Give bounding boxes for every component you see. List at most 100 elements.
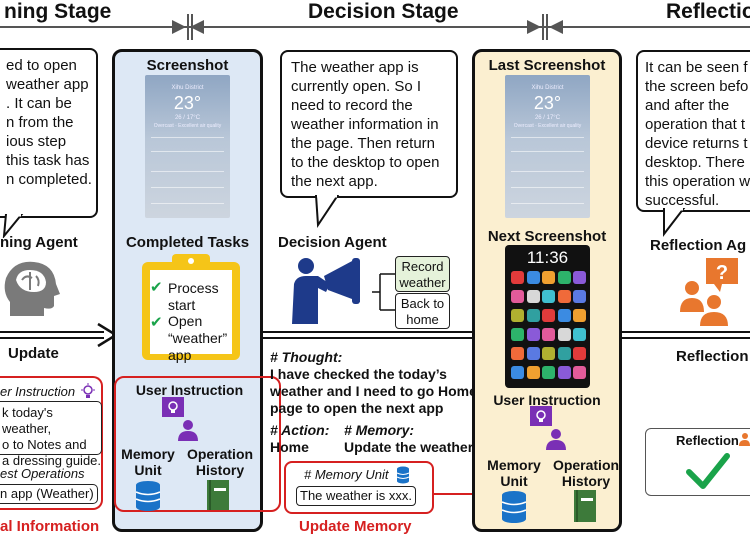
app-icon <box>542 347 555 360</box>
task-check-icon: ✔ <box>150 314 163 331</box>
success-check-icon <box>686 453 730 489</box>
app-icon <box>511 271 524 284</box>
last-screenshot-title: Last Screenshot <box>488 57 606 74</box>
app-icon <box>526 290 540 303</box>
reflection-update-label: Reflection <box>676 348 749 365</box>
user-instruction-icon <box>530 406 566 450</box>
screenshot-memory-unit-label: Memory Unit <box>121 446 175 478</box>
next-screenshot-title: Next Screenshot <box>487 228 607 245</box>
megaphone-person-icon <box>292 258 360 324</box>
planning-bubble-tail <box>2 214 24 238</box>
decision-speech-bubble: The weather app is currently open. So I … <box>280 50 458 198</box>
planning-agent-label: ning Agent <box>0 234 78 251</box>
weather-app-screenshot: Xihu District 23° 26 / 17°C Overcast · E… <box>145 75 230 218</box>
reflection-output-arrow <box>622 331 750 339</box>
app-icon <box>573 271 586 284</box>
action-value: Home <box>270 439 309 455</box>
person-icon <box>739 433 750 446</box>
reflection-result-label: Reflection <box>676 433 739 448</box>
app-icon <box>542 271 555 284</box>
decision-thought: # Thought: I have checked the today’s we… <box>270 349 477 417</box>
clipboard-icon <box>142 254 240 360</box>
app-icon <box>573 309 586 322</box>
database-icon <box>501 491 527 523</box>
thought-line: weather and I need to go Home <box>270 383 477 399</box>
screenshot-operation-history-label: Operation History <box>186 446 254 478</box>
decision-bubble-line: the page. Then return <box>291 135 435 152</box>
app-icon <box>511 290 524 303</box>
task-item-line: “weather” <box>168 330 228 346</box>
decision-action: # Action: Home <box>270 422 329 456</box>
brain-head-icon <box>4 261 60 316</box>
reflection-bubble-line: device returns t <box>645 135 748 152</box>
reflection-result-box <box>645 428 750 496</box>
reflection-bubble-line: desktop. There <box>645 154 745 171</box>
task-check-icon: ✔ <box>150 279 163 296</box>
task-item-line: start <box>168 297 196 313</box>
reflection-bubble-line: the screen befo <box>645 78 749 95</box>
app-icon <box>542 309 555 322</box>
action-title: # Action: <box>270 422 330 438</box>
decision-bubble-line: to the desktop to open <box>291 154 440 171</box>
weather-range: 26 / 17°C <box>174 115 201 121</box>
stage-decision-title: Decision Stage <box>300 0 467 24</box>
option-record-weather: Record weather <box>395 256 450 292</box>
reflection-bubble-line: It can be seen f <box>645 59 748 76</box>
app-icon <box>526 347 540 360</box>
planning-instruction-line: k today's weather, <box>2 405 53 436</box>
option-back-to-home: Back to home <box>395 293 450 329</box>
app-icon <box>573 290 586 303</box>
app-icon <box>557 328 571 341</box>
weather-range: 26 / 17°C <box>534 115 561 121</box>
decision-bubble-tail <box>314 195 340 229</box>
lightbulb-icon <box>81 383 95 398</box>
home-clock: 11:36 <box>526 248 569 267</box>
memory-unit-title: # Memory Unit <box>304 467 389 482</box>
decision-agent-label: Decision Agent <box>278 234 387 251</box>
task-item-line: Process <box>168 280 219 296</box>
memory-title: # Memory: <box>344 422 415 438</box>
database-icon <box>135 481 161 511</box>
planning-bubble-line: . It can be <box>6 95 72 112</box>
planning-bubble-line: this task has <box>6 152 90 169</box>
memory-unit-value: The weather is xxx. <box>296 486 416 506</box>
screenshot-title: Screenshot <box>146 57 229 74</box>
decision-bubble-line: weather information in <box>291 116 439 133</box>
planning-to-screenshot-arrow <box>0 322 119 348</box>
completed-tasks-title: Completed Tasks <box>125 234 250 251</box>
app-icon <box>526 328 540 341</box>
reflection-agent-label: Reflection Ag <box>650 237 747 254</box>
planning-bubble-line: n from the <box>6 114 74 131</box>
weather-city: Xihu District <box>171 85 204 91</box>
decision-bubble-line: currently open. So I <box>291 78 422 95</box>
app-icon <box>511 347 524 360</box>
option-line: Record <box>401 259 444 274</box>
app-icon <box>526 309 540 322</box>
reflection-bubble-line: this operation w <box>645 173 750 190</box>
option-line: Back to <box>400 296 445 311</box>
decision-memory: # Memory: Update the weather <box>344 422 473 456</box>
book-icon <box>574 490 596 522</box>
app-icon <box>542 290 555 303</box>
reflection-user-instruction-title: User Instruction <box>493 392 601 408</box>
planning-instruction-line: a dressing guide. <box>2 453 102 468</box>
planning-footer-label: al Information <box>0 518 100 535</box>
home-screen-screenshot: 11:36 <box>505 245 590 388</box>
reflection-speech-bubble: It can be seen f the screen befo and aft… <box>636 50 750 212</box>
planning-bubble-line: n completed. <box>6 171 92 188</box>
planning-info-box <box>0 376 103 510</box>
memory-unit-box <box>284 461 434 514</box>
option-line: home <box>406 312 439 327</box>
app-icon <box>573 366 586 379</box>
app-icon <box>573 347 586 360</box>
memory-value: Update the weather <box>344 439 474 455</box>
reflection-bubble-line: and after the <box>645 97 730 114</box>
reflection-memory-unit-label: Memory Unit <box>487 457 541 489</box>
planning-bubble-line: ious step <box>6 133 67 150</box>
planning-est-operations-value: n app (Weather) <box>0 484 98 504</box>
reflection-bubble-line: operation that t <box>645 116 746 133</box>
thought-line: page to open the next app <box>270 400 444 416</box>
reflection-bubble-line: successful. <box>645 192 720 209</box>
app-icon <box>542 328 555 341</box>
app-icon <box>557 271 571 284</box>
